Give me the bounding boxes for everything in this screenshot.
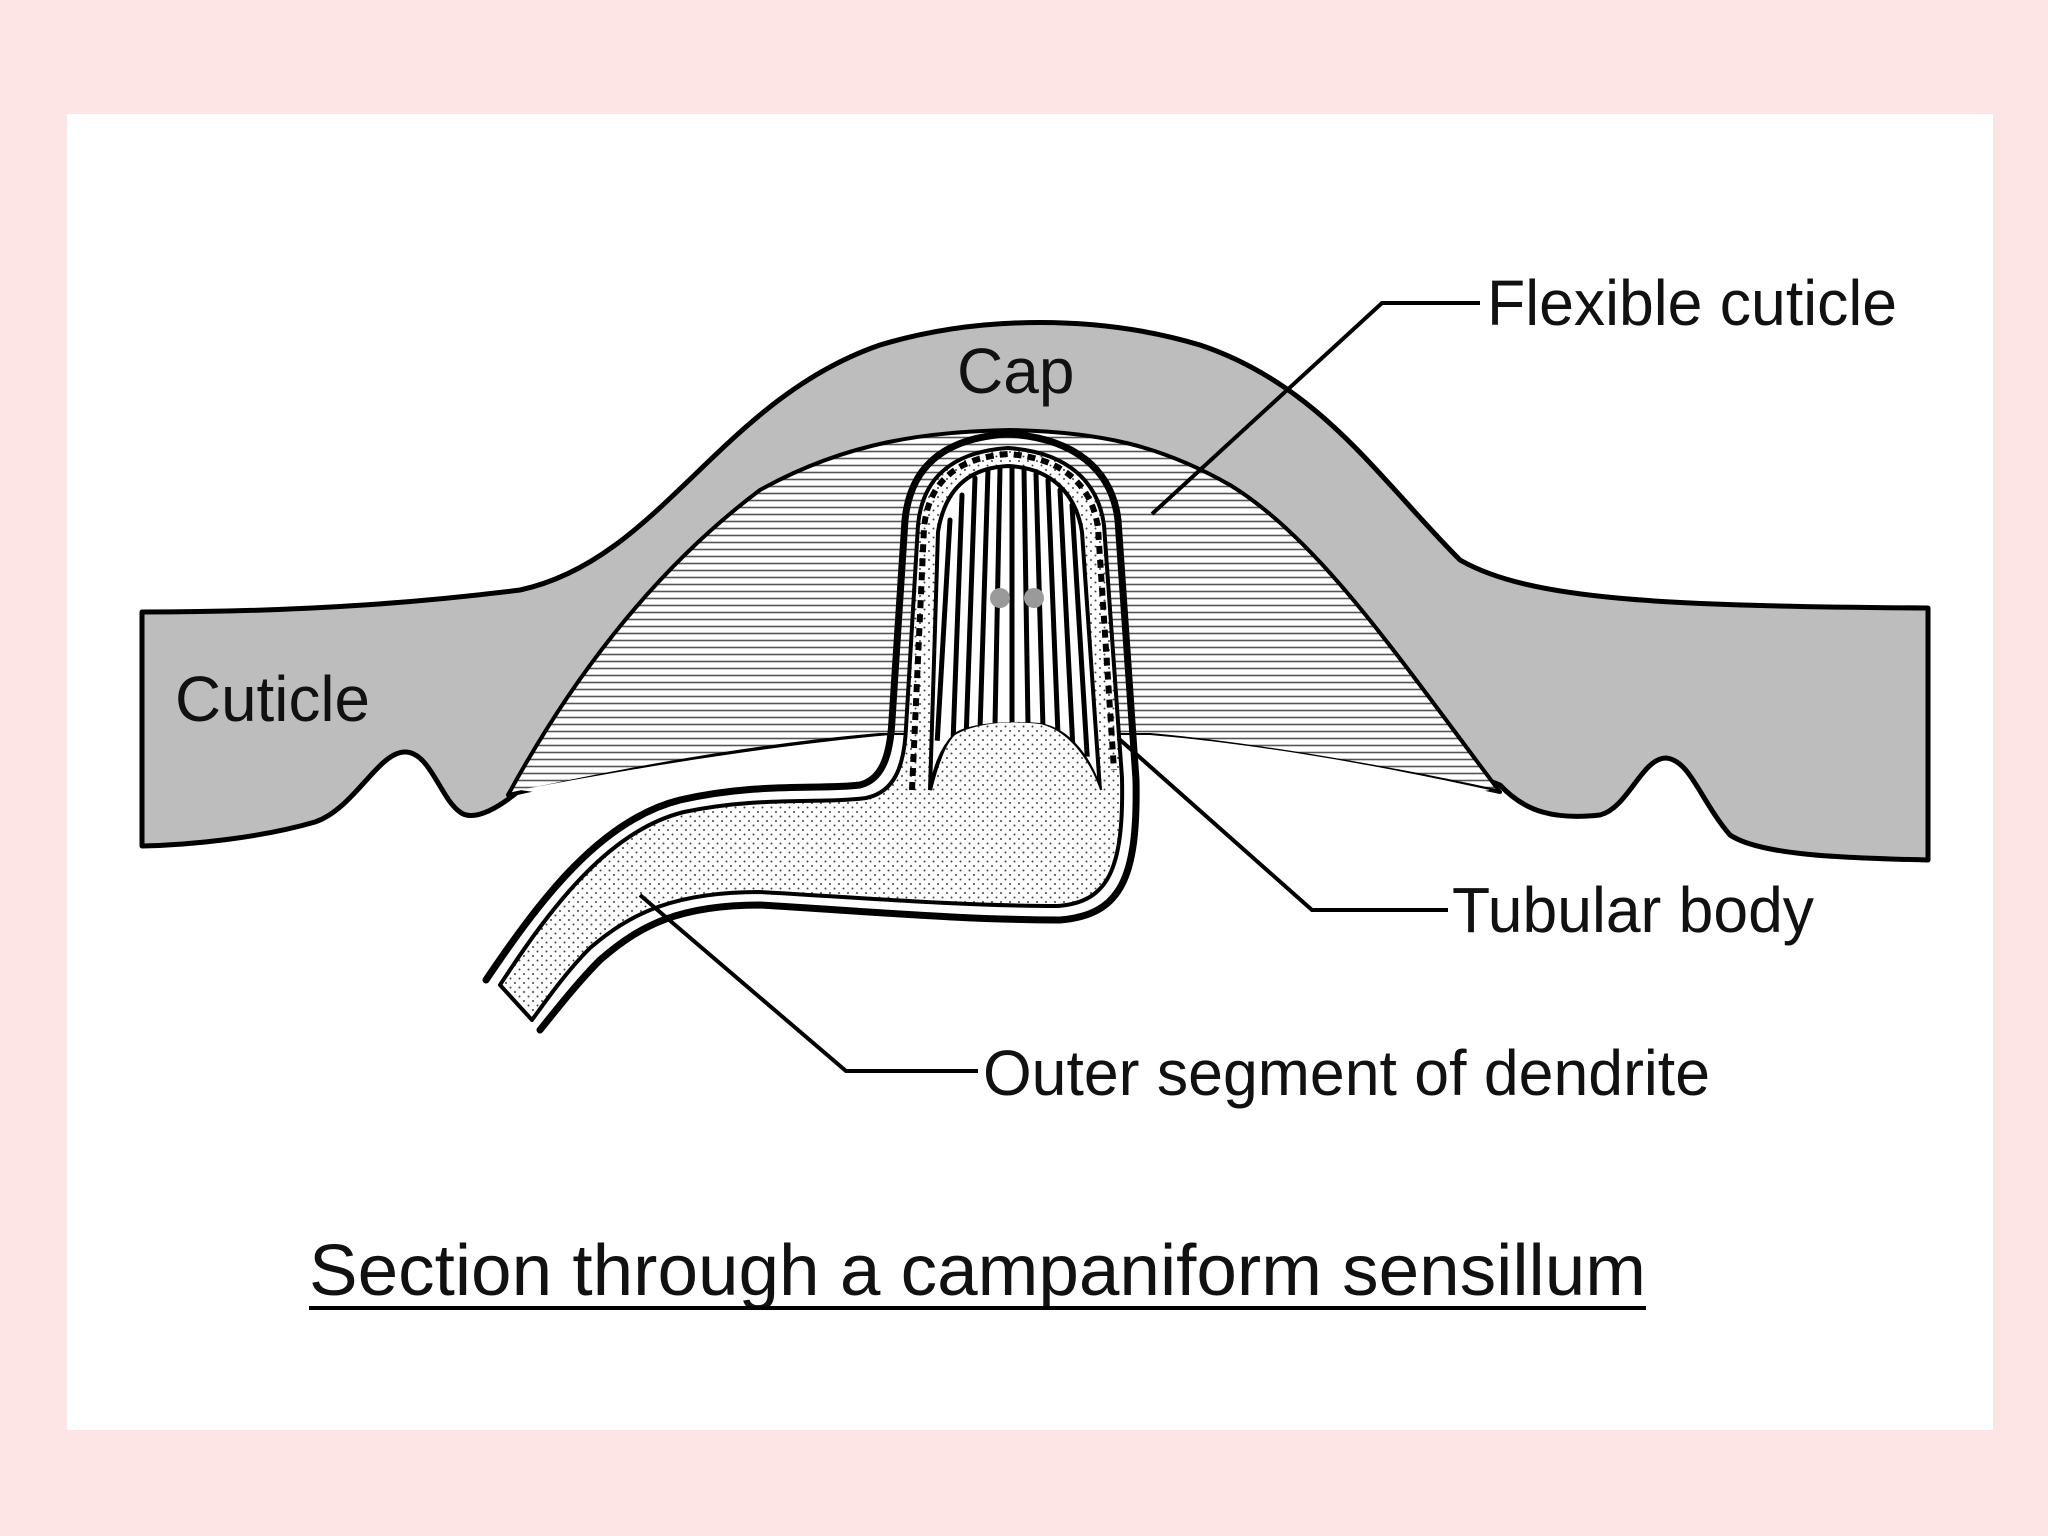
label-tubular-body: Tubular body [1452, 874, 1814, 946]
tubular-dot-right [1024, 588, 1044, 608]
label-cap: Cap [957, 335, 1074, 407]
dendrite-outer-wall [482, 430, 1140, 1034]
label-outer-segment: Outer segment of dendrite [983, 1037, 1710, 1109]
leader-flexible-cuticle [1150, 301, 1480, 516]
label-cuticle: Cuticle [175, 663, 370, 735]
dendrite-sheath [909, 450, 1117, 791]
tubular-dot-left [990, 588, 1010, 608]
leader-outer-segment [638, 893, 978, 1073]
label-flexible-cuticle: Flexible cuticle [1487, 267, 1897, 339]
tubular-body-base [930, 722, 1106, 864]
caption: Section through a campaniform sensillum [309, 1231, 1646, 1311]
leader-tubular-body [1116, 736, 1448, 912]
